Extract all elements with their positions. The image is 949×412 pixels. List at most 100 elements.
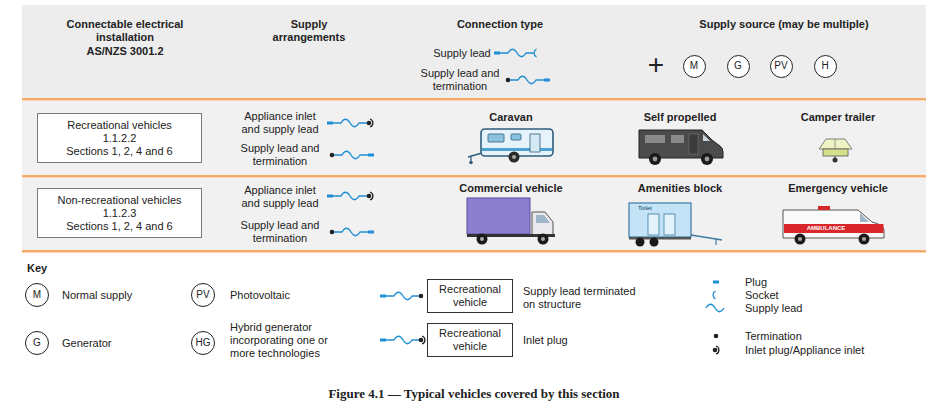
amenities-block-illustration [650,238,659,247]
motorhome-illustration [703,134,710,141]
legend-text: Hybrid generator incorporating one or mo… [230,321,336,360]
camper-trailer-illustration [833,158,838,163]
box-text: 1.1.2.2 [103,132,137,145]
circle-letter: M [690,60,698,72]
vehicle-heading: Commercial vehicle [459,182,562,195]
supply-lead-symbol [534,49,536,57]
termination-lead-symbol [544,79,550,82]
legend-text: Socket [745,289,779,302]
vehicle-heading: Caravan [489,111,532,124]
supply-lead-symbol [500,49,534,57]
band-grounds [22,5,926,98]
motorhome-illustration [689,134,698,154]
supply-source-circle: M [683,55,706,78]
ambulance-illustration [784,224,884,233]
orange-divider [22,175,926,178]
caravan-illustration [488,134,504,142]
caravan-illustration [511,134,521,140]
supply-source-circle: G [727,55,750,78]
appliance-inlet-symbol [327,119,373,200]
commercial-truck-illustration [467,198,555,245]
header-band: MGPVHConnectable electrical installation… [22,5,926,98]
box-text: Recreational vehicle [433,327,507,353]
circle-letter: M [33,289,41,301]
motorhome-illustration [649,153,661,165]
caravan-illustration [481,129,553,156]
motorhome-illustration [639,130,723,158]
key-sample-symbol [713,291,715,299]
caravan-illustration [468,129,553,164]
termination-lead-symbol [506,78,511,83]
circle-letter: PV [196,289,209,301]
amenities-block-illustration [629,203,691,237]
ambulance-sign: AMBULANCE [807,225,846,232]
band-grounds [22,5,926,250]
key-sample-symbol [713,281,719,284]
amenities-block-illustration [629,203,722,247]
termination-lead-symbol [506,76,550,84]
legend-text: Inlet plug [523,334,568,347]
box-text: Recreational vehicles [67,119,172,132]
legend-text: Termination [745,330,802,343]
termination-lead-symbol [510,76,544,84]
key-symbol-circle: PV [191,283,215,307]
box-text: Sections 1, 2, 4 and 6 [66,220,172,233]
ambulance-illustration [860,213,869,222]
circle-letter: HG [196,337,211,349]
ambulance-illustration [862,237,866,241]
supply-source-circle: H [814,55,837,78]
motorhome-illustration [653,157,658,162]
installation-box: Recreational vehicles1.1.2.2Sections 1, … [37,113,202,163]
camper-trailer-illustration [823,149,848,156]
figure-caption: Figure 4.1 — Typical vehicles covered by… [328,386,619,402]
amenities-block-illustration [691,235,722,240]
termination-lead-symbol [368,231,374,234]
key-terminated-lead-symbol [419,294,424,299]
box-text: Recreational vehicle [433,283,507,309]
appliance-inlet-symbol [327,195,333,198]
supply-source-circle: PV [770,55,793,78]
key-vehicle-box: Recreational vehicle [427,279,513,313]
caravan-illustration [470,156,471,161]
vehicle-heading: Camper trailer [801,111,876,124]
key-sample-symbol [713,346,719,354]
supply-lead-symbol [494,49,537,57]
key-terminated-lead-symbol [380,292,423,300]
termination-lead-symbol [334,151,368,159]
termination-lead-symbol [334,228,368,236]
legend-text: Photovoltaic [230,289,290,302]
supply-arrangement-text: Appliance inlet and supply lead [236,110,324,136]
camper-trailer-illustration [819,139,852,149]
box-text: 1.1.2.3 [103,207,137,220]
column-heading: Supply source (may be multiple) [699,18,868,31]
caravan-illustration [469,161,473,165]
legend-text: Normal supply [62,289,132,302]
ambulance-illustration [818,206,830,210]
camper-trailer-illustration [835,139,836,149]
commercial-truck-illustration [467,198,530,234]
commercial-truck-illustration [541,237,545,241]
plus-sign: + [648,48,664,82]
caravan-illustration [509,152,520,163]
termination-lead-symbol [330,151,374,236]
vehicle-heading: Self propelled [644,111,717,124]
toilet-sign: Toilet [638,205,652,212]
box-text: Non-recreational vehicles [57,194,181,207]
standard-number: AS/NZS 3001.2 [86,45,163,58]
box-text: Sections 1, 2, 4 and 6 [66,145,172,158]
appliance-inlet-symbol [367,119,373,127]
key-symbol-circle: G [25,331,49,355]
termination-lead-symbol [368,154,374,157]
appliance-inlet-symbol [333,119,367,127]
column-heading: Supply arrangements [263,18,355,44]
commercial-truck-illustration [532,212,553,236]
band-grounds [22,178,926,250]
ambulance-illustration [795,234,806,245]
appliance-inlet-symbol [327,122,333,125]
connection-type-text: Supply lead and termination [418,67,503,93]
amenities-block-illustration [636,238,645,247]
supply-arrangement-text: Supply lead and termination [236,142,324,168]
motorhome-illustration [639,130,723,165]
caravan-illustration [468,153,482,157]
amenities-block-illustration [664,214,675,235]
